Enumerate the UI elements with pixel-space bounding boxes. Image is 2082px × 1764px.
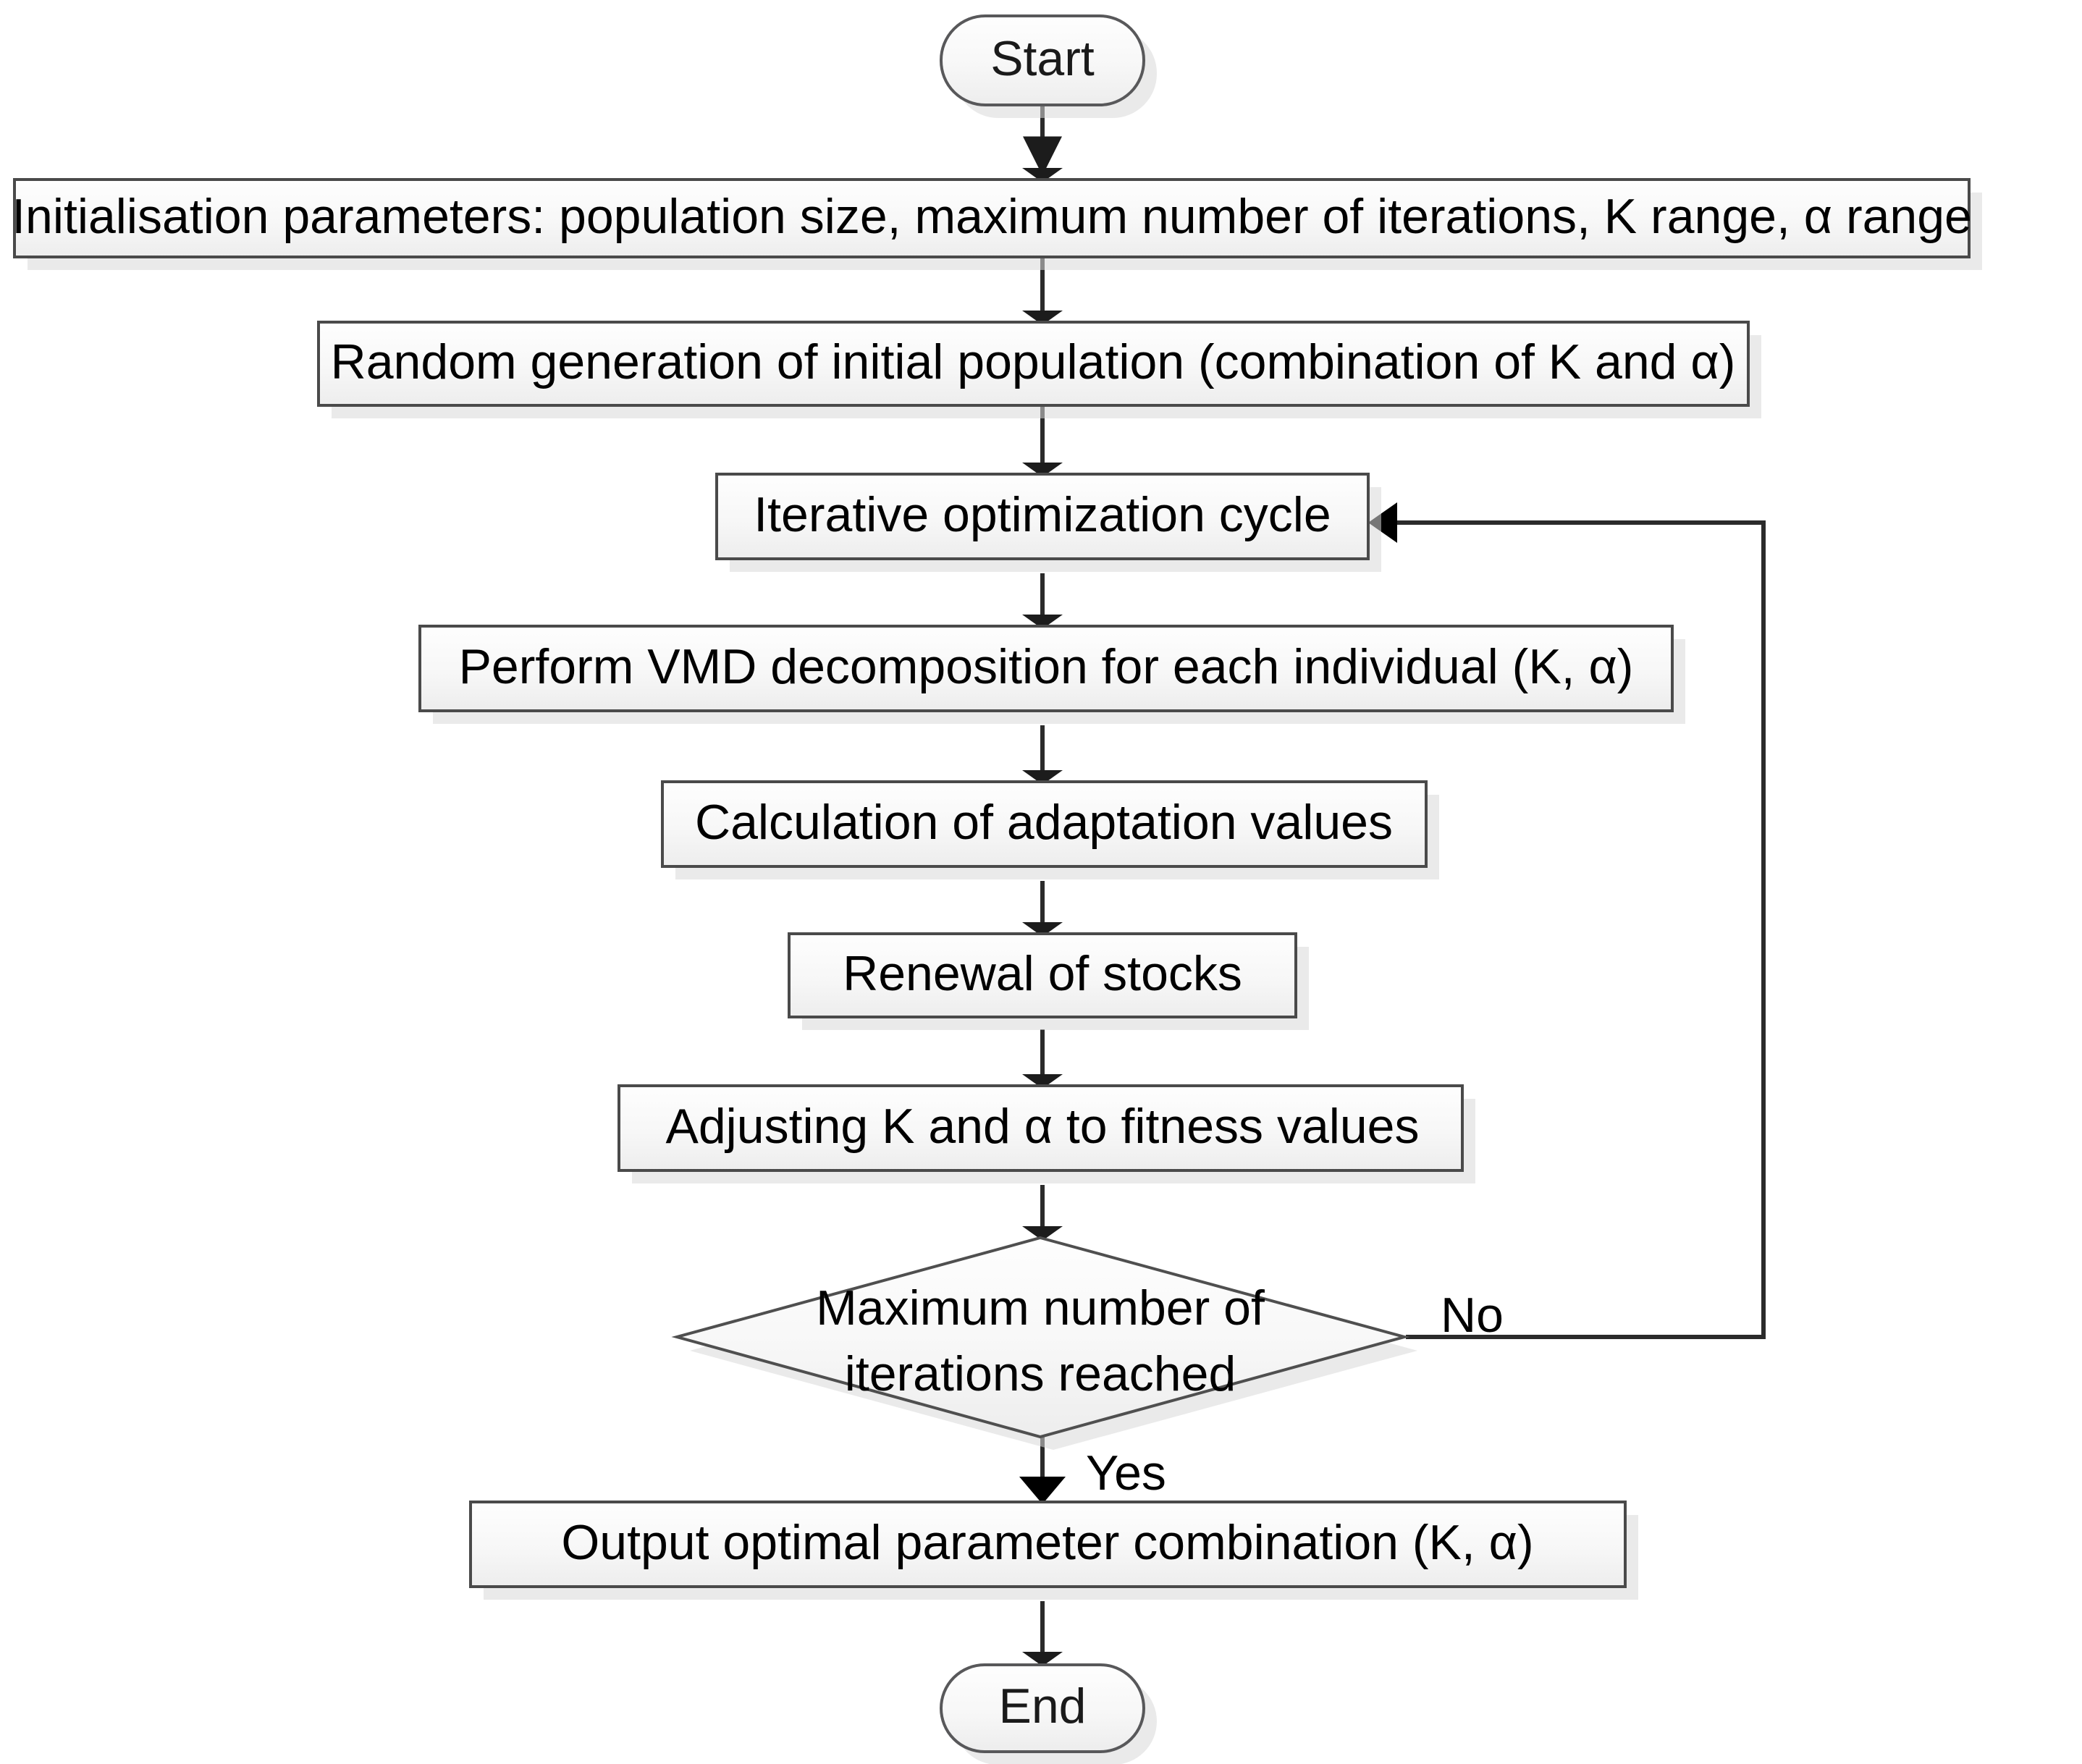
node-random-generation[interactable]: Random generation of initial population … bbox=[317, 321, 1761, 418]
edge-random-to-cycle-arrow bbox=[1022, 463, 1063, 477]
node-iterative-cycle[interactable]: Iterative optimization cycle bbox=[715, 473, 1381, 572]
node-end-shape bbox=[940, 1663, 1145, 1753]
edge-renewal-to-adjusting-arrow bbox=[1022, 1074, 1063, 1089]
node-perform-vmd-label: Perform VMD decomposition for each indiv… bbox=[459, 639, 1634, 694]
node-end[interactable]: End bbox=[940, 1663, 1157, 1764]
node-adjusting-fitness[interactable]: Adjusting K and α to fitness values bbox=[618, 1084, 1475, 1183]
edge-init-to-random-arrow bbox=[1022, 311, 1063, 325]
node-initialisation-shape bbox=[13, 178, 1971, 258]
edge-label-no: No bbox=[1441, 1288, 1504, 1343]
node-start-shape bbox=[940, 14, 1145, 106]
node-renewal-of-stocks-shape bbox=[788, 932, 1297, 1018]
node-iterative-cycle-shape bbox=[715, 473, 1370, 560]
node-adaptation-values-shape bbox=[661, 780, 1428, 868]
node-end-label: End bbox=[999, 1679, 1087, 1734]
node-random-generation-shape bbox=[317, 321, 1750, 407]
node-renewal-of-stocks[interactable]: Renewal of stocks bbox=[788, 932, 1309, 1030]
edge-start-to-init-arrow bbox=[1022, 168, 1063, 182]
node-adaptation-values[interactable]: Calculation of adaptation values bbox=[661, 780, 1439, 879]
node-initialisation[interactable]: Initialisation parameters: population si… bbox=[12, 178, 1982, 270]
node-adaptation-values-label: Calculation of adaptation values bbox=[695, 795, 1393, 850]
node-perform-vmd-shape bbox=[418, 625, 1674, 712]
node-output-optimal-shape bbox=[469, 1501, 1627, 1588]
node-output-optimal-label: Output optimal parameter combination (K,… bbox=[561, 1515, 1533, 1570]
node-random-generation-label: Random generation of initial population … bbox=[331, 334, 1736, 389]
node-output-optimal[interactable]: Output optimal parameter combination (K,… bbox=[469, 1501, 1638, 1600]
node-iterative-cycle-label: Iterative optimization cycle bbox=[754, 487, 1331, 542]
node-adjusting-fitness-shape bbox=[618, 1084, 1464, 1172]
edge-cycle-to-vmd-arrow bbox=[1022, 615, 1063, 629]
edge-decision-no-loop bbox=[1388, 520, 1766, 1339]
node-adjusting-fitness-label: Adjusting K and α to fitness values bbox=[665, 1099, 1419, 1154]
edge-adjusting-to-decision-arrow bbox=[1022, 1226, 1063, 1241]
edge-label-yes: Yes bbox=[1086, 1446, 1166, 1501]
edge-vmd-to-adaptation-arrow bbox=[1022, 770, 1063, 785]
node-renewal-of-stocks-label: Renewal of stocks bbox=[843, 946, 1242, 1001]
edge-decision-no-loop-arrow bbox=[1368, 502, 1397, 543]
node-decision-max-iterations[interactable]: Maximum number of iterations reached bbox=[671, 1236, 1417, 1450]
node-initialisation-label: Initialisation parameters: population si… bbox=[12, 189, 1972, 244]
node-perform-vmd[interactable]: Perform VMD decomposition for each indiv… bbox=[418, 625, 1685, 724]
node-decision-shape bbox=[671, 1236, 1410, 1439]
node-decision-label-line2: iterations reached bbox=[845, 1346, 1236, 1401]
node-start[interactable]: Start bbox=[940, 14, 1157, 118]
edge-adaptation-to-renewal-arrow bbox=[1022, 922, 1063, 937]
edge-decision-yes-arrow bbox=[1019, 1477, 1066, 1504]
node-start-label: Start bbox=[990, 31, 1095, 86]
edge-output-to-end-arrow bbox=[1022, 1652, 1063, 1666]
edges-layer bbox=[1019, 105, 1766, 1666]
node-decision-label-line1: Maximum number of bbox=[816, 1280, 1265, 1335]
